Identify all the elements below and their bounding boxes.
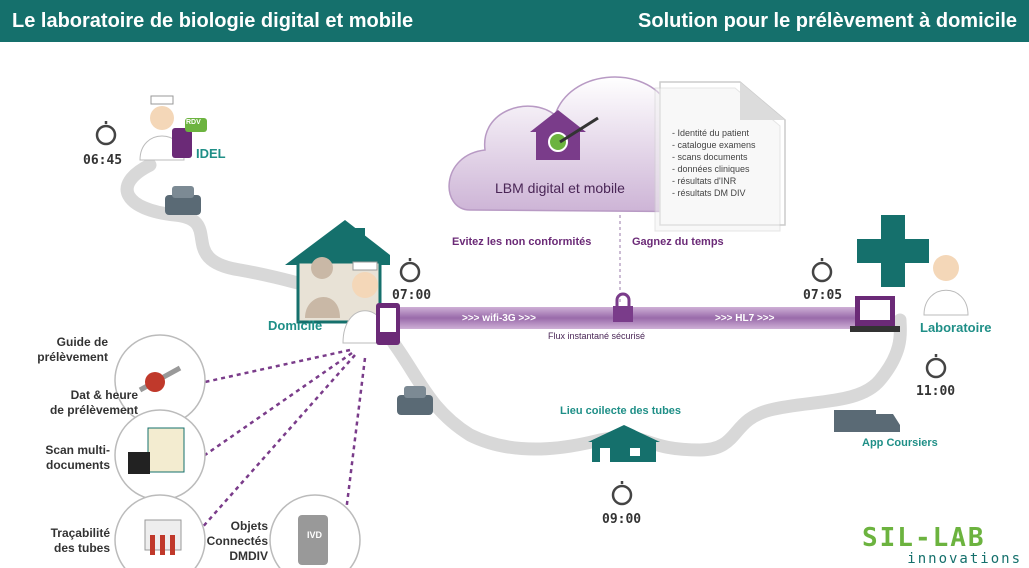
feature-guide-line1: Guide de [56, 335, 108, 349]
document-list: - Identité du patient - catalogue examen… [672, 127, 756, 199]
wifi-label: >>> wifi-3G >>> [462, 313, 536, 324]
lbm-house-icon [530, 110, 599, 160]
feature-tracabilite-line2: des tubes [53, 541, 110, 555]
time-label-2: 07:00 [392, 288, 432, 303]
document-item: - résultats DM DIV [672, 188, 746, 198]
header-banner: Le laboratoire de biologie digital et mo… [0, 0, 1029, 42]
document-item: - catalogue examens [672, 140, 756, 150]
laboratoire-label: Laboratoire [920, 320, 992, 335]
logo-line2: innovations [907, 551, 1022, 567]
document-sheet [654, 81, 786, 232]
road-path [120, 158, 907, 457]
document-item: - résultats d'INR [672, 176, 737, 186]
idel-label: IDEL [196, 146, 226, 161]
feature-tracabilite-line1: Traçabilité [50, 526, 110, 540]
feature-objets-line2: Connectés [206, 534, 268, 548]
rdv-label: RDV [186, 119, 201, 126]
ivd-label: IVD [307, 530, 323, 540]
nurse-domicile-figure [342, 261, 400, 345]
document-item: - données cliniques [672, 164, 750, 174]
time-label-5: 09:00 [602, 512, 642, 527]
feature-tracabilite-label: Traçabilité des tubes [28, 526, 110, 556]
feature-guide-line2: prélèvement [37, 350, 108, 364]
stopwatch-icon-2 [399, 258, 421, 283]
truck-icon [834, 410, 900, 432]
feature-dat-line2: de prélèvement [49, 403, 138, 417]
domicile-label: Domicile [268, 318, 323, 333]
dashed-connectors [199, 348, 367, 531]
feature-guide-label: Guide de prélèvement [28, 335, 108, 365]
feature-circle-scan [114, 409, 206, 501]
gagnez-label: Gagnez du temps [632, 236, 724, 248]
time-label-3: 07:05 [803, 288, 843, 303]
stopwatch-icon-5 [611, 481, 633, 506]
collection-building-icon [588, 425, 660, 462]
laboratoire-icon [850, 215, 969, 332]
feature-scan-line1: Scan multi- [45, 443, 110, 457]
feature-circle-tracabilite [114, 494, 206, 568]
feature-objets-line1: Objets [230, 519, 268, 533]
stopwatch-icon-1 [95, 121, 117, 146]
car-icon-2 [397, 386, 433, 415]
document-item: - Identité du patient [672, 128, 750, 138]
diagram-scene [95, 76, 969, 568]
feature-circle-objets [269, 494, 361, 568]
feature-scan-label: Scan multi- documents [28, 443, 110, 473]
flux-label: Flux instantané sécurisé [548, 331, 646, 341]
feature-dat-line1: Dat & heure [70, 388, 138, 402]
lieu-collecte-label: Lieu coilecte des tubes [560, 405, 682, 417]
feature-scan-line2: documents [45, 458, 110, 472]
cloud-title: LBM digital et mobile [495, 180, 625, 196]
document-item: - scans documents [672, 152, 748, 162]
evitez-label: Evitez les non conformités [452, 236, 592, 248]
idel-nurse-figure [139, 95, 207, 161]
car-icon-1 [165, 186, 201, 215]
app-coursiers-label: App Coursiers [862, 437, 938, 449]
sil-lab-logo: SIL-LAB innovations [862, 525, 1022, 567]
header-right-title: Solution pour le prélèvement à domicile [638, 10, 1017, 32]
lock-icon [613, 292, 633, 322]
patient-figure [305, 257, 340, 318]
feature-objets-label: Objets Connectés DMDIV [200, 519, 268, 564]
logo-line1: SIL-LAB [862, 523, 986, 553]
time-label-1: 06:45 [83, 153, 123, 168]
stopwatch-icon-4 [925, 354, 947, 379]
header-left-title: Le laboratoire de biologie digital et mo… [12, 10, 414, 32]
feature-objets-line3: DMDIV [229, 549, 268, 563]
time-label-4: 11:00 [916, 384, 956, 399]
stopwatch-icon-3 [811, 258, 833, 283]
hl7-label: >>> HL7 >>> [715, 313, 775, 324]
feature-dat-label: Dat & heure de prélèvement [28, 388, 138, 418]
feature-circle-guide [114, 334, 206, 426]
